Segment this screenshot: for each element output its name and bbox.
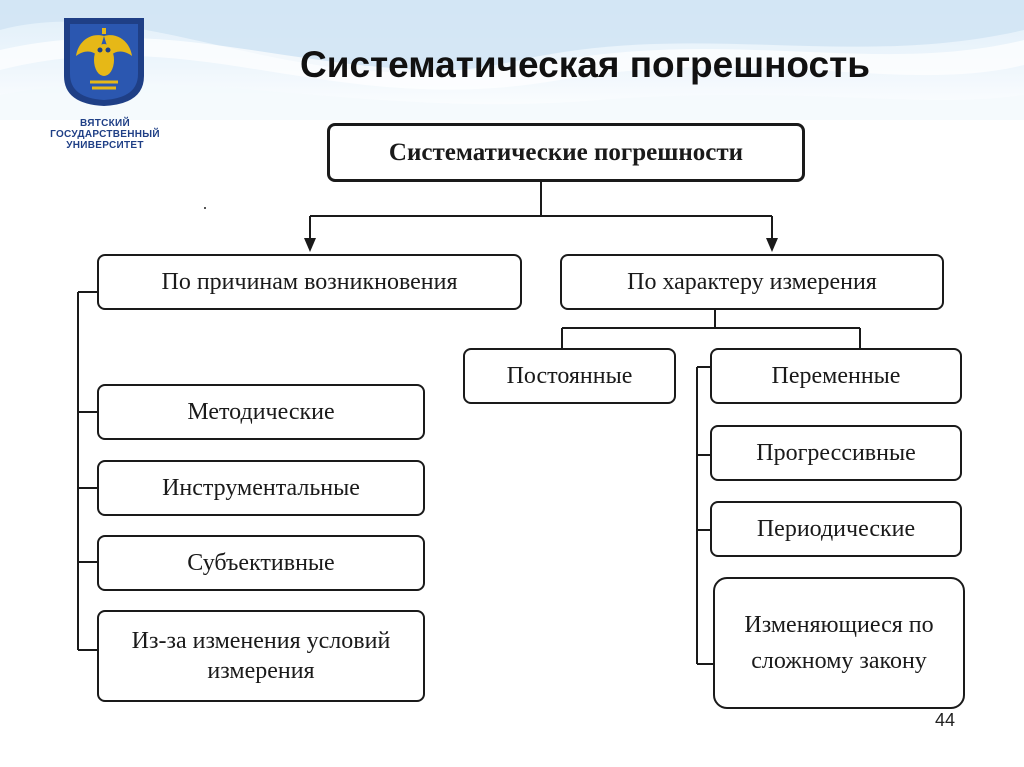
left-item-node: Инструментальные — [97, 460, 425, 516]
university-name-line: УНИВЕРСИТЕТ — [66, 140, 144, 151]
constant-node: Постоянные — [463, 348, 676, 404]
left-item-node: Методические — [97, 384, 425, 440]
right-branch-node: По характеру измерения — [560, 254, 944, 310]
variable-item-node: Прогрессивные — [710, 425, 962, 481]
university-name-line: ВЯТСКИЙ — [79, 118, 131, 129]
root-node-label: Систематические погрешности — [388, 138, 744, 166]
left-item-label: Из-за изменения условий измерения — [131, 628, 391, 684]
left-branch-node: По причинам возникновения — [97, 254, 522, 310]
variable-item-label: Изменяющиеся по сложному закону — [744, 612, 934, 674]
variable-item-node: Периодические — [710, 501, 962, 557]
university-logo — [62, 16, 146, 108]
variable-item-label: Периодические — [756, 516, 916, 542]
left-item-label: Субъективные — [187, 550, 335, 576]
constant-label: Постоянные — [506, 363, 633, 389]
root-node: Систематические погрешности — [327, 123, 805, 182]
left-item-node: Субъективные — [97, 535, 425, 591]
left-item-label: Инструментальные — [162, 475, 360, 501]
variable-node: Переменные — [710, 348, 962, 404]
right-branch-label: По характеру измерения — [627, 269, 877, 295]
variable-item-label: Прогрессивные — [756, 440, 916, 466]
left-branch-label: По причинам возникновения — [161, 269, 458, 295]
left-item-label: Методические — [187, 399, 335, 425]
left-item-node: Из-за изменения условий измерения — [97, 610, 425, 702]
slide-title: Систематическая погрешность — [300, 44, 870, 85]
university-name-line: ГОСУДАРСТВЕННЫЙ — [50, 129, 160, 140]
variable-item-node: Изменяющиеся по сложному закону — [713, 577, 965, 709]
page-number: 44 — [935, 710, 956, 730]
stray-dot — [204, 207, 206, 209]
variable-label: Переменные — [771, 363, 901, 389]
header-background — [0, 0, 1024, 120]
university-name: ВЯТСКИЙ ГОСУДАРСТВЕННЫЙ УНИВЕРСИТЕТ — [30, 118, 180, 151]
